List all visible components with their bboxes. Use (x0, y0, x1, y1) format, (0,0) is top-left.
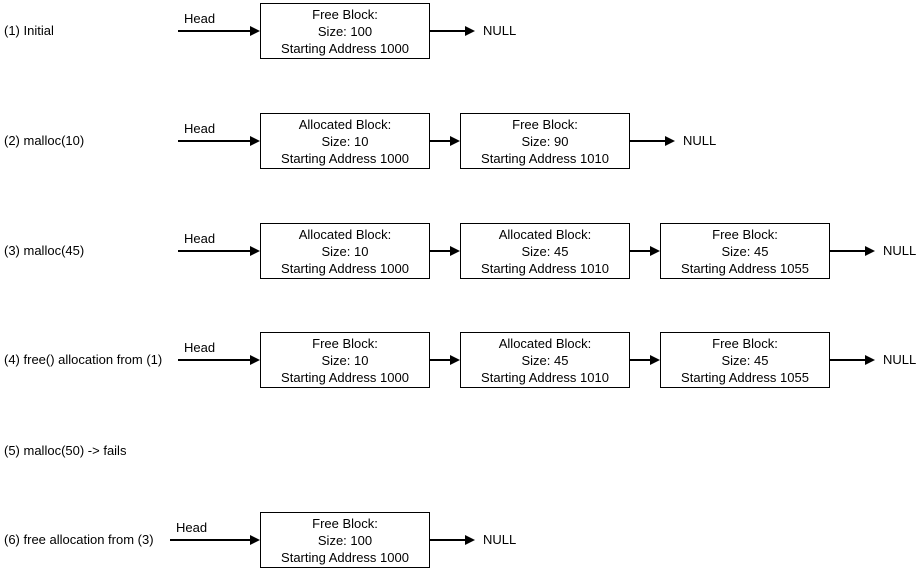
arrow-shaft (430, 30, 466, 32)
memory-block: Allocated Block: Size: 45 Starting Addre… (460, 332, 630, 388)
block-title: Free Block: (712, 336, 778, 351)
block-size: Size: 100 (317, 24, 373, 39)
arrow-shaft (430, 250, 451, 252)
row-label: (4) free() allocation from (1) (4, 352, 163, 367)
arrow-shaft (430, 359, 451, 361)
arrowhead-icon (250, 136, 260, 146)
block-address: Starting Address 1000 (281, 41, 409, 56)
memory-block: Free Block: Size: 90 Starting Address 10… (460, 113, 630, 169)
arrow-shaft (430, 140, 451, 142)
null-label: NULL (683, 133, 717, 148)
null-label: NULL (483, 532, 517, 547)
block-title: Allocated Block: (498, 336, 592, 351)
memory-block: Free Block: Size: 10 Starting Address 10… (260, 332, 430, 388)
block-title: Allocated Block: (298, 117, 392, 132)
arrowhead-icon (865, 355, 875, 365)
arrowhead-icon (665, 136, 675, 146)
null-label: NULL (883, 243, 917, 258)
head-label: Head (184, 231, 216, 246)
arrowhead-icon (250, 535, 260, 545)
block-size: Size: 45 (721, 353, 769, 368)
arrow-shaft (178, 250, 251, 252)
block-address: Starting Address 1000 (281, 151, 409, 166)
block-title: Allocated Block: (298, 227, 392, 242)
arrow-shaft (178, 30, 251, 32)
memory-block: Allocated Block: Size: 45 Starting Addre… (460, 223, 630, 279)
arrow-shaft (430, 539, 466, 541)
arrowhead-icon (465, 26, 475, 36)
block-address: Starting Address 1000 (281, 261, 409, 276)
block-address: Starting Address 1010 (481, 370, 609, 385)
memory-block: Free Block: Size: 100 Starting Address 1… (260, 3, 430, 59)
arrow-shaft (170, 539, 251, 541)
block-title: Free Block: (312, 336, 378, 351)
row-label: (3) malloc(45) (4, 243, 85, 258)
block-address: Starting Address 1055 (681, 261, 809, 276)
row-label: (6) free allocation from (3) (4, 532, 154, 547)
block-address: Starting Address 1010 (481, 261, 609, 276)
arrow-shaft (630, 250, 651, 252)
block-size: Size: 45 (521, 353, 569, 368)
block-size: Size: 10 (321, 134, 369, 149)
arrowhead-icon (250, 26, 260, 36)
arrow-shaft (178, 359, 251, 361)
memory-block: Free Block: Size: 45 Starting Address 10… (660, 332, 830, 388)
arrow-shaft (630, 359, 651, 361)
block-size: Size: 45 (721, 244, 769, 259)
arrowhead-icon (250, 246, 260, 256)
arrowhead-icon (650, 246, 660, 256)
memory-block: Allocated Block: Size: 10 Starting Addre… (260, 113, 430, 169)
arrowhead-icon (450, 136, 460, 146)
arrow-shaft (630, 140, 666, 142)
arrowhead-icon (450, 355, 460, 365)
arrow-shaft (178, 140, 251, 142)
arrowhead-icon (650, 355, 660, 365)
head-label: Head (184, 11, 216, 26)
arrowhead-icon (250, 355, 260, 365)
block-title: Allocated Block: (498, 227, 592, 242)
memory-block: Free Block: Size: 100 Starting Address 1… (260, 512, 430, 568)
head-label: Head (184, 340, 216, 355)
block-title: Free Block: (312, 7, 378, 22)
arrowhead-icon (865, 246, 875, 256)
block-address: Starting Address 1000 (281, 370, 409, 385)
block-address: Starting Address 1055 (681, 370, 809, 385)
memory-block: Free Block: Size: 45 Starting Address 10… (660, 223, 830, 279)
block-size: Size: 100 (317, 533, 373, 548)
arrowhead-icon (465, 535, 475, 545)
block-title: Free Block: (512, 117, 578, 132)
block-title: Free Block: (712, 227, 778, 242)
block-size: Size: 10 (321, 353, 369, 368)
head-label: Head (176, 520, 208, 535)
block-title: Free Block: (312, 516, 378, 531)
null-label: NULL (883, 352, 917, 367)
row-label: (1) Initial (4, 23, 54, 38)
block-size: Size: 45 (521, 244, 569, 259)
block-size: Size: 90 (521, 134, 569, 149)
block-size: Size: 10 (321, 244, 369, 259)
row-label: (5) malloc(50) -> fails (4, 443, 127, 458)
arrowhead-icon (450, 246, 460, 256)
null-label: NULL (483, 23, 517, 38)
block-address: Starting Address 1010 (481, 151, 609, 166)
head-label: Head (184, 121, 216, 136)
row-label: (2) malloc(10) (4, 133, 85, 148)
arrow-shaft (830, 250, 866, 252)
arrow-shaft (830, 359, 866, 361)
memory-block: Allocated Block: Size: 10 Starting Addre… (260, 223, 430, 279)
block-address: Starting Address 1000 (281, 550, 409, 565)
